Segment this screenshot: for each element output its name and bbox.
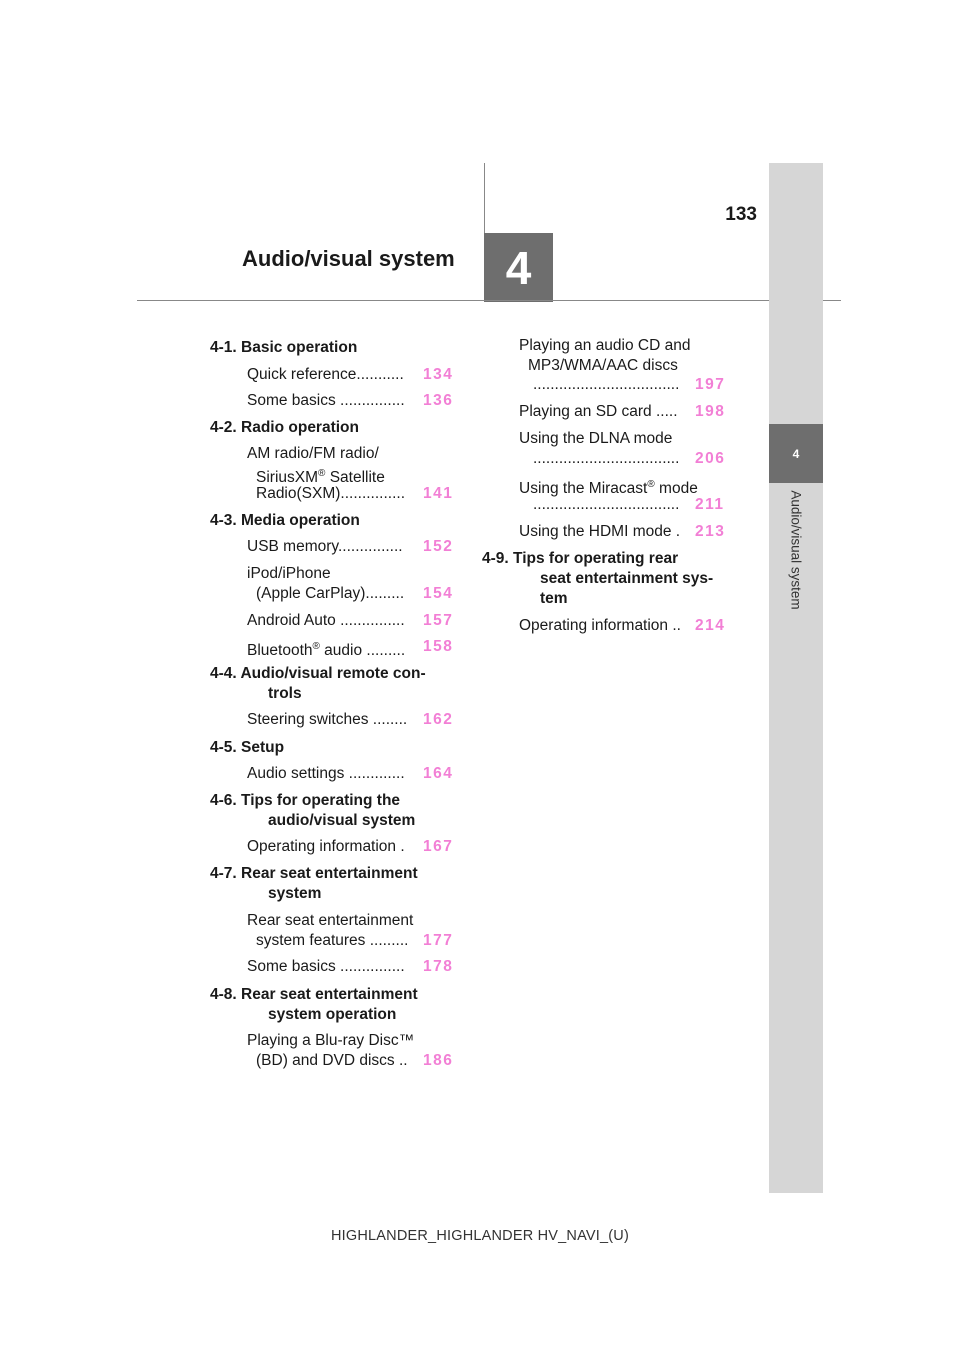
- toc-entry[interactable]: Quick reference...........: [247, 366, 404, 383]
- toc-entry[interactable]: ..................................: [533, 496, 680, 513]
- page-link[interactable]: 158: [423, 638, 454, 655]
- section-heading: 4-4. Audio/visual remote con-: [210, 665, 426, 682]
- toc-entry[interactable]: Playing a Blu-ray Disc™: [247, 1032, 415, 1049]
- toc-entry[interactable]: Using the DLNA mode: [519, 430, 673, 447]
- section-heading: 4-9. Tips for operating rear: [482, 550, 679, 567]
- side-tab-label: Audio/visual system: [788, 490, 804, 610]
- section-heading: 4-8. Rear seat entertainment: [210, 986, 418, 1003]
- section-heading: trols: [268, 685, 302, 702]
- toc-entry[interactable]: Radio(SXM)...............: [256, 485, 406, 502]
- toc-entry[interactable]: (BD) and DVD discs ..: [256, 1052, 408, 1069]
- toc-entry[interactable]: Playing an audio CD and: [519, 337, 691, 354]
- toc-entry[interactable]: Rear seat entertainment: [247, 912, 414, 929]
- toc-entry[interactable]: MP3/WMA/AAC discs: [528, 357, 678, 374]
- page-link[interactable]: 141: [423, 485, 454, 502]
- toc-entry[interactable]: ..................................: [533, 450, 680, 467]
- toc-entry[interactable]: Bluetooth® audio .........: [247, 641, 406, 660]
- page-link[interactable]: 186: [423, 1052, 454, 1069]
- toc-entry[interactable]: Steering switches ........: [247, 711, 408, 728]
- section-heading: system: [268, 885, 322, 902]
- page-link[interactable]: 177: [423, 932, 454, 949]
- section-heading: 4-7. Rear seat entertainment: [210, 865, 418, 882]
- page-link[interactable]: 213: [695, 523, 726, 540]
- page-link[interactable]: 167: [423, 838, 454, 855]
- toc-entry[interactable]: Some basics ...............: [247, 958, 405, 975]
- page-link[interactable]: 136: [423, 392, 454, 409]
- page-link[interactable]: 198: [695, 403, 726, 420]
- section-heading: 4-6. Tips for operating the: [210, 792, 401, 809]
- side-tab-chapter-number[interactable]: 4: [769, 424, 823, 483]
- side-tab: [769, 163, 823, 1193]
- toc-entry[interactable]: Some basics ...............: [247, 392, 405, 409]
- page-link[interactable]: 134: [423, 366, 454, 383]
- toc-entry[interactable]: Android Auto ...............: [247, 612, 405, 629]
- section-heading: 4-5. Setup: [210, 739, 285, 756]
- toc-entry[interactable]: SiriusXM® Satellite: [256, 468, 385, 487]
- section-heading: 4-3. Media operation: [210, 512, 360, 529]
- chapter-number-box: 4: [484, 233, 553, 302]
- section-heading: 4-1. Basic operation: [210, 339, 358, 356]
- section-heading: audio/visual system: [268, 812, 416, 829]
- page-link[interactable]: 154: [423, 585, 454, 602]
- page-link[interactable]: 206: [695, 450, 726, 467]
- toc-entry[interactable]: system features .........: [256, 932, 409, 949]
- toc-entry[interactable]: ..................................: [533, 376, 680, 393]
- chapter-title: Audio/visual system: [242, 246, 455, 271]
- toc-entry[interactable]: Audio settings .............: [247, 765, 405, 782]
- toc-entry[interactable]: Using the HDMI mode .: [519, 523, 681, 540]
- page-number: 133: [725, 204, 757, 225]
- header-divider-horizontal: [137, 300, 841, 301]
- page-link[interactable]: 197: [695, 376, 726, 393]
- page-link[interactable]: 164: [423, 765, 454, 782]
- section-heading: system operation: [268, 1006, 397, 1023]
- toc-entry[interactable]: AM radio/FM radio/: [247, 445, 379, 462]
- section-heading: 4-2. Radio operation: [210, 419, 359, 436]
- toc-entry[interactable]: Playing an SD card .....: [519, 403, 678, 420]
- section-heading: seat entertainment sys-: [540, 570, 714, 587]
- page-link[interactable]: 152: [423, 538, 454, 555]
- page-link[interactable]: 214: [695, 617, 726, 634]
- page-link[interactable]: 157: [423, 612, 454, 629]
- section-heading: tem: [540, 590, 568, 607]
- toc-entry[interactable]: Operating information .: [247, 838, 405, 855]
- header-divider-vertical: [484, 163, 485, 233]
- toc-entry[interactable]: Operating information ..: [519, 617, 681, 634]
- toc-entry[interactable]: (Apple CarPlay).........: [256, 585, 405, 602]
- footer-model-code: HIGHLANDER_HIGHLANDER HV_NAVI_(U): [330, 1228, 629, 1244]
- toc-entry[interactable]: Using the Miracast® mode: [519, 479, 698, 498]
- page-link[interactable]: 211: [695, 496, 725, 513]
- page-link[interactable]: 162: [423, 711, 454, 728]
- toc-entry[interactable]: iPod/iPhone: [247, 565, 331, 582]
- page-link[interactable]: 178: [423, 958, 454, 975]
- toc-entry[interactable]: USB memory...............: [247, 538, 403, 555]
